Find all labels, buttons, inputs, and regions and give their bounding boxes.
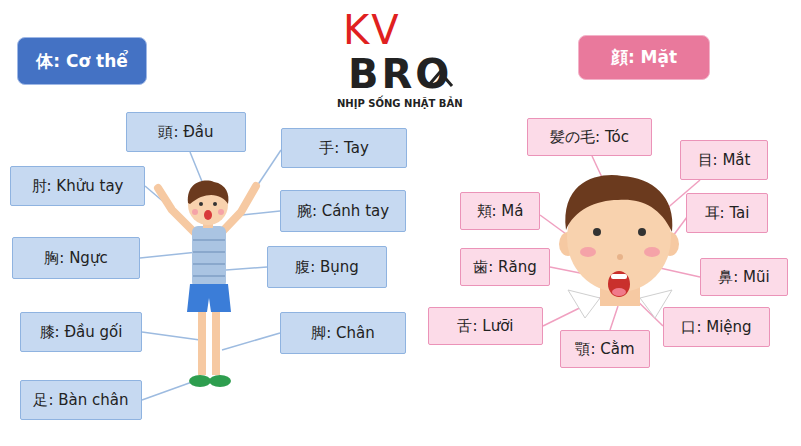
node-text: 歯: Răng <box>473 258 536 277</box>
leader-lines <box>140 150 281 400</box>
node-text: 足: Bàn chân <box>33 391 128 410</box>
part-label: 目: Mắt <box>680 140 768 180</box>
part-label: 顎: Cằm <box>560 330 650 368</box>
node-text: 脚: Chân <box>311 324 375 343</box>
node-text: 胸: Ngực <box>44 249 107 268</box>
node-text: 目: Mắt <box>698 151 751 170</box>
part-label: 脚: Chân <box>280 312 406 354</box>
leader-lines <box>540 156 700 330</box>
part-label: 歯: Răng <box>460 248 550 286</box>
part-label: 舌: Lưỡi <box>428 307 543 345</box>
boy-figure <box>158 181 256 387</box>
node-text: 口: Miệng <box>681 318 751 337</box>
part-label: 鼻: Mũi <box>700 258 788 296</box>
part-label: 足: Bàn chân <box>20 380 142 420</box>
logo-tagline: NHỊP SỐNG NHẬT BẢN <box>337 98 463 109</box>
node-text: 腹: Bụng <box>295 258 359 277</box>
logo-text: BRO <box>348 52 452 96</box>
face-figure <box>559 175 679 318</box>
part-label: 頬: Má <box>460 192 540 230</box>
node-text: 頭: Đầu <box>158 123 213 142</box>
title-box: 体: Cơ thể <box>17 37 147 85</box>
part-label: 手: Tay <box>281 128 407 168</box>
node-text: 手: Tay <box>319 139 369 158</box>
node-text: 舌: Lưỡi <box>457 317 513 336</box>
node-text: 体: Cơ thể <box>36 50 128 73</box>
part-label: 肘: Khửu tay <box>10 166 145 206</box>
part-label: 腹: Bụng <box>267 246 387 288</box>
logo-text: KV <box>343 8 401 52</box>
title-box: 顔: Mặt <box>578 35 710 80</box>
node-text: 肘: Khửu tay <box>32 177 124 196</box>
node-text: 鼻: Mũi <box>718 268 769 287</box>
node-text: 顎: Cằm <box>575 340 634 359</box>
part-label: 膝: Đầu gối <box>20 312 142 352</box>
part-label: 腕: Cánh tay <box>280 190 406 232</box>
part-label: 耳: Tai <box>686 193 768 233</box>
part-label: 頭: Đầu <box>126 112 246 152</box>
node-text: 頬: Má <box>477 202 524 221</box>
node-text: 顔: Mặt <box>611 46 677 69</box>
part-label: 胸: Ngực <box>12 237 140 279</box>
part-label: 髪の毛: Tóc <box>527 118 652 156</box>
node-text: 膝: Đầu gối <box>40 323 123 342</box>
node-text: 腕: Cánh tay <box>297 202 389 221</box>
node-text: 髪の毛: Tóc <box>550 128 629 147</box>
node-text: 耳: Tai <box>705 204 750 223</box>
part-label: 口: Miệng <box>663 307 770 347</box>
